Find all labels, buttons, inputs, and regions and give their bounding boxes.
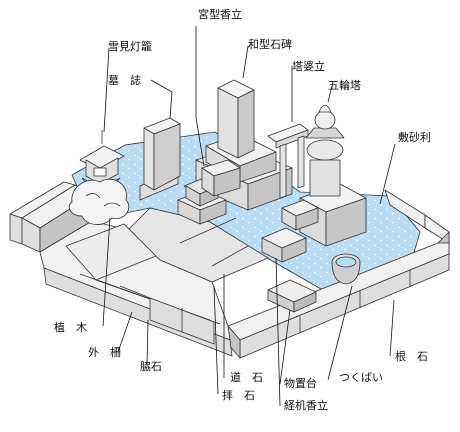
miyagata-koudate (177, 159, 241, 225)
gorintou (299, 104, 367, 247)
label-gorintou: 五輪塔 (328, 79, 361, 92)
label-tousugata-tate: 塔婆立 (292, 60, 325, 73)
label-tsukubai: つくばい (339, 371, 383, 384)
ueki-shrub (68, 178, 130, 225)
label-miyagata-koudate: 宮型香立 (198, 8, 242, 21)
label-sotosaku: 外 柵 (88, 346, 121, 359)
steps-and-path (39, 207, 269, 357)
label-wagata-sekihi: 和型石碑 (248, 38, 292, 51)
label-michiishi: 道 石 (230, 371, 263, 384)
label-haiseki: 拝 石 (222, 389, 255, 402)
label-neishi: 根 石 (395, 350, 428, 363)
label-ueki: 植 木 (54, 321, 87, 334)
label-boshi: 墓 誌 (108, 74, 141, 87)
leader-lines (102, 26, 396, 407)
label-yukimi-tourou: 雪見灯籠 (108, 40, 152, 53)
toba-stand (267, 123, 309, 199)
kyouzukue-koudate (261, 199, 319, 263)
boshi-slab (139, 117, 181, 201)
monookidai-shelf (267, 279, 317, 313)
label-shikijari: 敷砂利 (398, 131, 431, 144)
tsukubai (331, 253, 361, 285)
label-kyouzukue-koudate: 経机香立 (284, 399, 328, 412)
label-monookidai: 物置台 (284, 377, 317, 390)
label-wakiishi: 脇石 (140, 360, 162, 373)
